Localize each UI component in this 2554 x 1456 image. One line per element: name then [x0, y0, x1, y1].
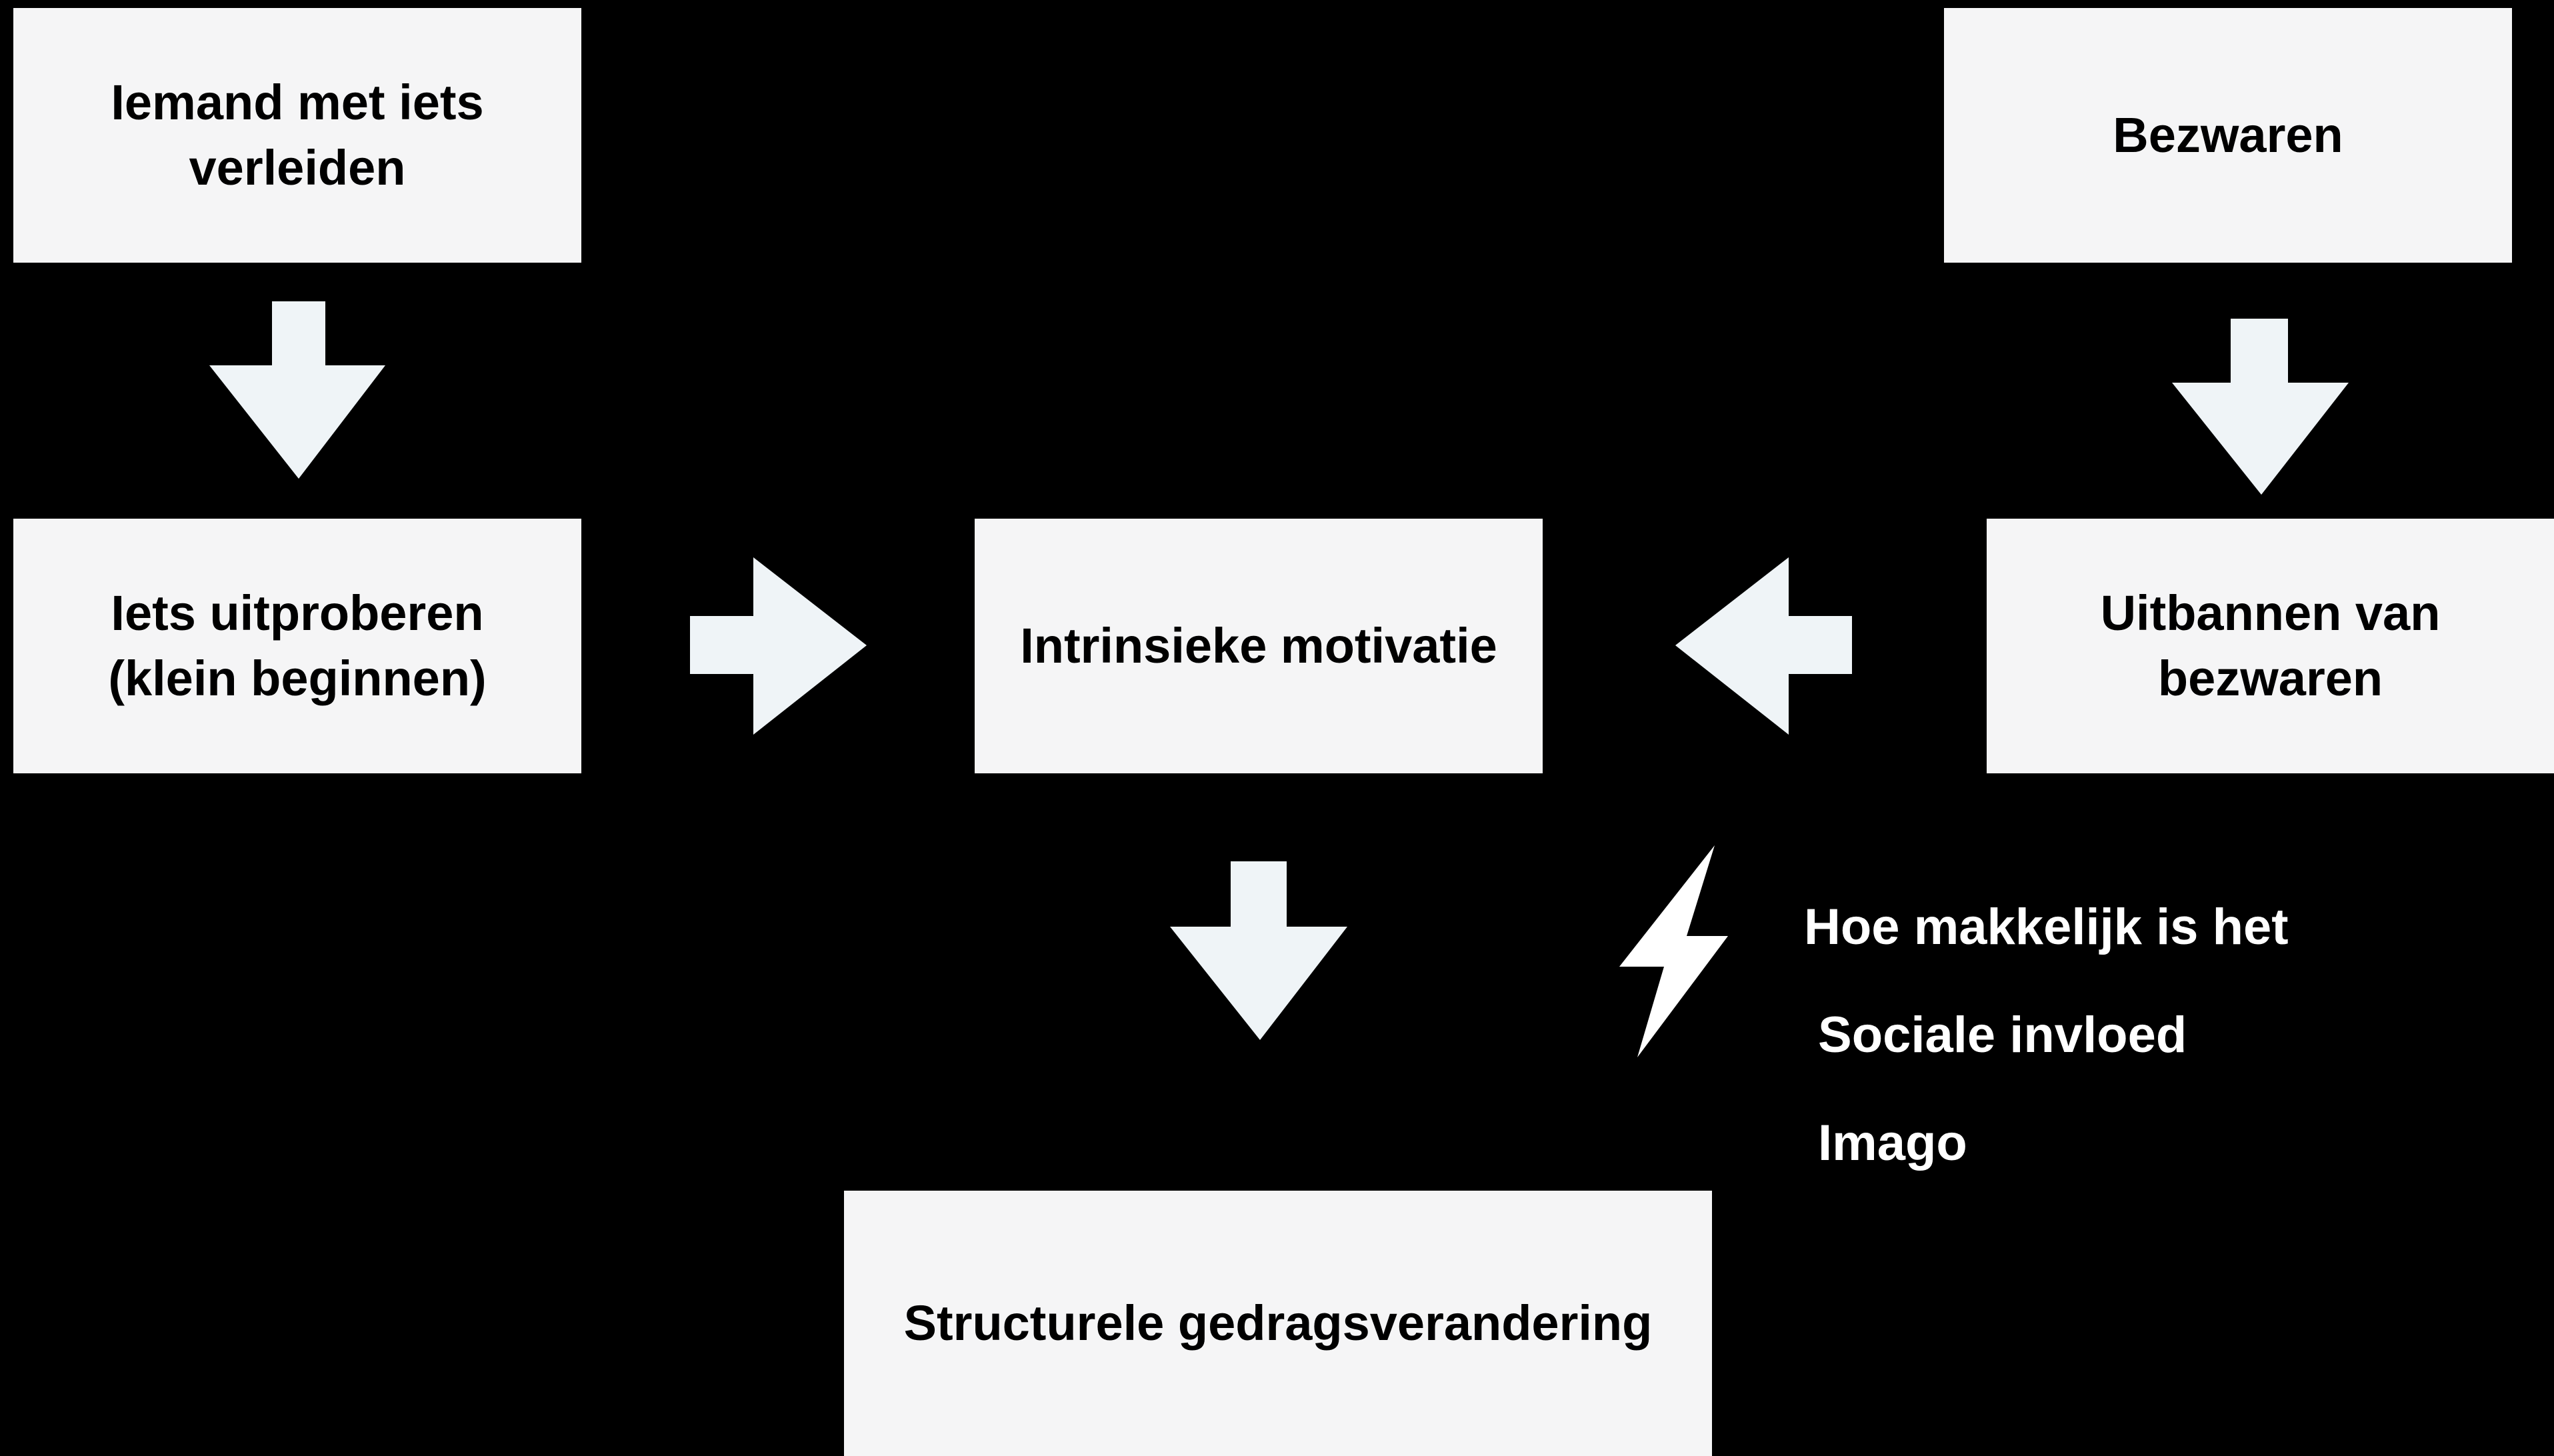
box-seduce-label: Iemand met iets verleiden	[111, 75, 484, 195]
arrow-tryout-to-intrinsic	[690, 557, 867, 735]
factor-image: Imago	[1818, 1115, 1967, 1171]
box-objections-label: Bezwaren	[2113, 107, 2343, 163]
box-seduce: Iemand met iets verleiden	[13, 8, 581, 263]
box-intrinsic-motivation-label: Intrinsieke motivatie	[1020, 618, 1497, 673]
box-remove-objections-label: Uitbannen van bezwaren	[2100, 585, 2441, 706]
box-remove-objections: Uitbannen van bezwaren	[1987, 519, 2554, 773]
box-try-out-label: Iets uitproberen (klein beginnen)	[108, 585, 487, 706]
box-intrinsic-motivation: Intrinsieke motivatie	[975, 519, 1543, 773]
arrow-intrinsic-to-structural	[1170, 861, 1347, 1040]
box-objections: Bezwaren	[1944, 8, 2512, 263]
factor-ease: Hoe makkelijk is het	[1804, 899, 2289, 955]
box-structural-change-label: Structurele gedragsverandering	[903, 1295, 1653, 1351]
factor-social-influence: Sociale invloed	[1818, 1007, 2187, 1063]
box-structural-change: Structurele gedragsverandering	[844, 1191, 1712, 1456]
arrow-objections-to-removal	[2172, 319, 2349, 495]
arrow-removal-to-intrinsic	[1675, 557, 1852, 735]
arrow-seduce-to-tryout	[209, 301, 385, 479]
lightning-icon	[1619, 845, 1728, 1057]
box-try-out: Iets uitproberen (klein beginnen)	[13, 519, 581, 773]
